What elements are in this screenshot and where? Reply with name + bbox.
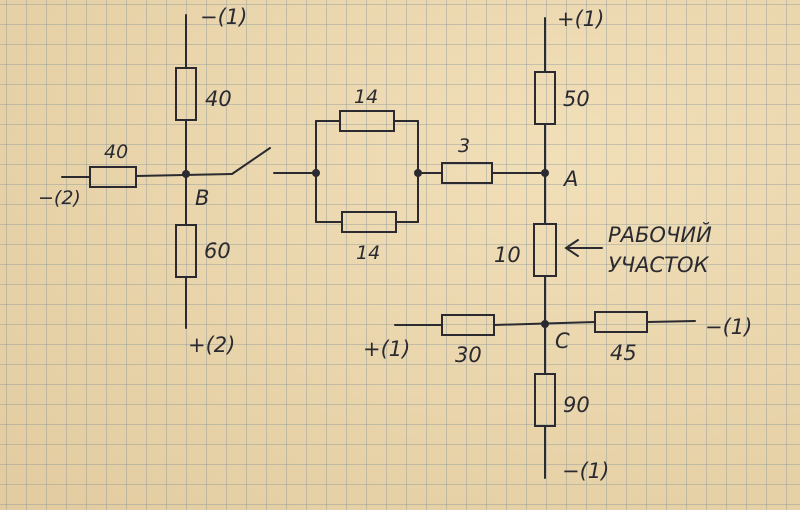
resistor-14-top <box>339 110 395 132</box>
label-r45: 45 <box>610 341 637 365</box>
right-branch <box>394 17 696 479</box>
terminal-right-c: −(1) <box>705 315 752 339</box>
middle-branch <box>273 110 546 233</box>
resistor-30 <box>441 314 495 336</box>
wire-right-c-out <box>646 320 696 323</box>
node-label-b: B <box>195 186 209 210</box>
node-a-dot <box>541 169 549 177</box>
label-r40-horizontal: 40 <box>104 141 128 163</box>
arrow-head-icon <box>564 239 579 257</box>
label-r30: 30 <box>455 343 482 367</box>
resistor-60 <box>175 224 197 278</box>
resistor-50 <box>534 71 556 125</box>
resistor-45 <box>594 311 648 333</box>
terminal-top-left: −(1) <box>200 5 247 29</box>
terminal-left: −(2) <box>38 187 81 209</box>
label-r3: 3 <box>458 135 470 157</box>
resistor-14-bottom <box>341 211 397 233</box>
annotation-line2: УЧАСТОК <box>608 253 710 277</box>
node-label-a: A <box>562 167 578 191</box>
switch-blade <box>231 147 271 175</box>
resistor-90 <box>534 373 556 427</box>
terminal-bottom-right: −(1) <box>562 459 609 483</box>
node-label-c: C <box>555 329 570 353</box>
terminal-bottom-left: +(2) <box>188 333 235 357</box>
label-r10: 10 <box>494 243 521 267</box>
terminal-mid-left-c: +(1) <box>363 337 410 361</box>
left-branch <box>61 14 271 329</box>
resistor-40-vertical <box>175 67 197 121</box>
label-r90: 90 <box>563 393 590 417</box>
terminal-top-right: +(1) <box>557 7 604 31</box>
wire-c-horizontal <box>493 321 596 326</box>
label-r40-vertical: 40 <box>205 87 232 111</box>
labels: −(1) 40 40 −(2) B 60 +(2) 14 14 3 +(1) 5… <box>38 5 752 483</box>
label-r14-top: 14 <box>354 86 378 108</box>
label-r14-bottom: 14 <box>356 242 380 264</box>
label-r60: 60 <box>204 239 231 263</box>
resistor-3 <box>441 162 493 184</box>
resistor-40-horizontal <box>89 166 137 188</box>
annotation-line1: РАБОЧИЙ <box>608 222 712 247</box>
node-b-dot <box>182 170 190 178</box>
label-r50: 50 <box>563 87 590 111</box>
resistor-10 <box>533 223 557 277</box>
